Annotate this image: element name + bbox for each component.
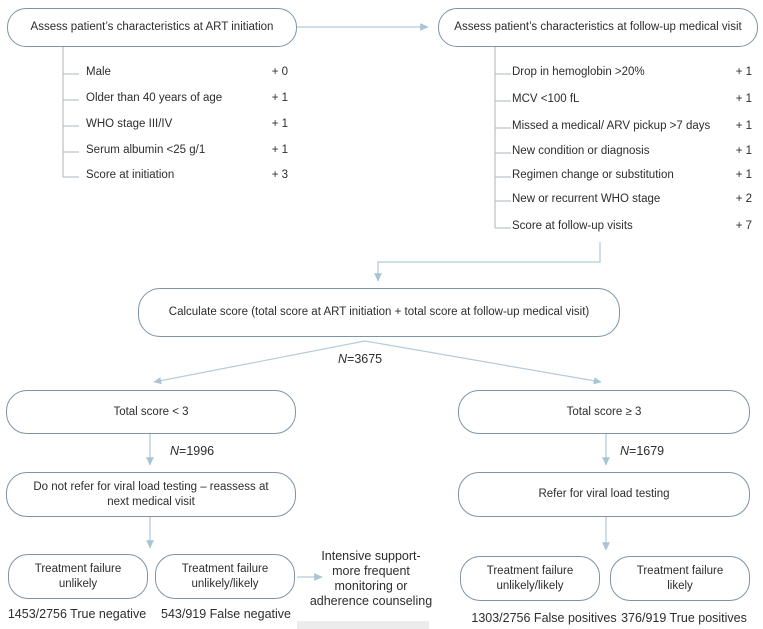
n-left-value: =1996	[179, 444, 215, 458]
art-criteria-row: Older than 40 years of age + 1	[86, 92, 288, 107]
node-art-initiation: Assess patient’s characteristics at ART …	[7, 8, 297, 47]
node-tf-unlikely-likely-left-line1: Treatment failure	[181, 562, 269, 575]
criteria-points: + 1	[271, 118, 288, 130]
criteria-label: MCV <100 fL	[512, 93, 580, 105]
stat-true-positives: 376/919 True positives	[621, 611, 747, 625]
stat-false-negative: 543/919 False negative	[161, 607, 291, 621]
criteria-points: + 1	[735, 169, 752, 181]
art-criteria-row: WHO stage III/IV + 1	[86, 118, 288, 133]
node-art-initiation-label: Assess patient’s characteristics at ART …	[30, 21, 274, 34]
followup-criteria-row: Drop in hemoglobin >20% + 1	[512, 66, 752, 81]
intensive-support-note: Intensive support- more frequent monitor…	[303, 549, 439, 609]
arrow-to-calculate	[374, 242, 601, 282]
criteria-label: Missed a medical/ ARV pickup >7 days	[512, 120, 711, 132]
followup-criteria-row: New or recurrent WHO stage + 2	[512, 193, 752, 208]
art-criteria-bracket	[62, 47, 79, 178]
criteria-points: + 0	[271, 66, 288, 78]
followup-criteria-row: Score at follow-up visits + 7	[512, 220, 752, 235]
node-tf-unlikely-likely-right-line2: unlikely/likely	[496, 579, 564, 592]
followup-criteria-row: Regimen change or substitution + 1	[512, 169, 752, 184]
node-tf-unlikely-likely-right-line1: Treatment failure	[486, 564, 574, 577]
art-criteria-row: Score at initiation + 3	[86, 169, 288, 184]
criteria-points: + 1	[735, 145, 752, 157]
stat-false-positives: 1303/2756 False positives	[471, 611, 617, 625]
criteria-label: Serum albumin <25 g/1	[86, 144, 206, 156]
followup-criteria-row: Missed a medical/ ARV pickup >7 days + 1	[512, 120, 752, 135]
art-criteria-row: Male + 0	[86, 66, 288, 81]
criteria-label: WHO stage III/IV	[86, 118, 173, 130]
criteria-points: + 1	[271, 92, 288, 104]
n-right-value: =1679	[629, 444, 665, 458]
n-right-label: N=1679	[620, 444, 664, 458]
node-tf-unlikely-likely-right: Treatment failure unlikely/likely	[460, 556, 600, 601]
node-refer-label: Refer for viral load testing	[538, 488, 670, 501]
n-left-label: N=1996	[170, 444, 214, 458]
node-tf-likely-line2: likely	[667, 579, 693, 592]
node-followup-visit: Assess patient’s characteristics at foll…	[438, 8, 758, 47]
stat-true-negative: 1453/2756 True negative	[7, 607, 147, 621]
criteria-label: Score at follow-up visits	[512, 220, 633, 232]
followup-criteria-bracket	[494, 47, 511, 229]
n-total-value: =3675	[347, 352, 383, 366]
node-tf-unlikely-line1: Treatment failure	[34, 562, 122, 575]
criteria-label: Older than 40 years of age	[86, 92, 223, 104]
criteria-label: Drop in hemoglobin >20%	[512, 66, 645, 78]
criteria-label: Male	[86, 66, 111, 78]
criteria-points: + 7	[735, 220, 752, 232]
note-line: Intensive support-	[321, 549, 421, 563]
node-total-score-lt3-label: Total score < 3	[113, 405, 189, 418]
followup-criteria-row: MCV <100 fL + 1	[512, 93, 752, 108]
arrow-branch-left	[153, 340, 366, 385]
criteria-label: New condition or diagnosis	[512, 145, 650, 157]
criteria-points: + 2	[735, 193, 752, 205]
n-right-var: N	[620, 444, 630, 458]
criteria-points: + 1	[271, 144, 288, 156]
node-do-not-refer-line1: Do not refer for viral load testing – re…	[33, 480, 269, 493]
criteria-points: + 1	[735, 120, 752, 132]
followup-criteria-row: New condition or diagnosis + 1	[512, 145, 752, 160]
node-refer: Refer for viral load testing	[458, 472, 750, 517]
n-total-label: N=3675	[338, 352, 382, 366]
node-tf-unlikely: Treatment failure unlikely	[8, 554, 148, 599]
note-line: monitoring or	[334, 579, 408, 593]
n-total-var: N	[338, 352, 348, 366]
criteria-points: + 1	[735, 93, 752, 105]
node-tf-unlikely-line2: unlikely	[58, 577, 98, 590]
node-do-not-refer: Do not refer for viral load testing – re…	[6, 472, 296, 517]
node-calculate-score: Calculate score (total score at ART init…	[138, 288, 620, 337]
node-tf-unlikely-likely-left-line2: unlikely/likely	[191, 577, 259, 590]
art-criteria-row: Serum albumin <25 g/1 + 1	[86, 144, 288, 159]
node-tf-likely-line1: Treatment failure	[636, 564, 724, 577]
node-tf-unlikely-likely-left: Treatment failure unlikely/likely	[155, 554, 295, 599]
arrow-branch-right	[364, 340, 602, 385]
node-total-score-ge3-label: Total score ≥ 3	[566, 405, 642, 418]
note-line: more frequent	[332, 564, 410, 578]
n-left-var: N	[170, 444, 180, 458]
criteria-label: Score at initiation	[86, 169, 175, 181]
node-calculate-score-label: Calculate score (total score at ART init…	[168, 306, 590, 319]
criteria-points: + 1	[735, 66, 752, 78]
node-total-score-ge3: Total score ≥ 3	[458, 390, 750, 434]
bottom-edge-band	[297, 621, 429, 629]
note-line: adherence counseling	[309, 594, 433, 608]
criteria-points: + 3	[271, 169, 288, 181]
criteria-label: Regimen change or substitution	[512, 169, 674, 181]
node-total-score-lt3: Total score < 3	[6, 390, 296, 434]
node-tf-likely: Treatment failure likely	[610, 556, 750, 601]
node-do-not-refer-line2: next medical visit	[107, 495, 195, 508]
criteria-label: New or recurrent WHO stage	[512, 193, 661, 205]
node-followup-visit-label: Assess patient’s characteristics at foll…	[454, 21, 742, 34]
